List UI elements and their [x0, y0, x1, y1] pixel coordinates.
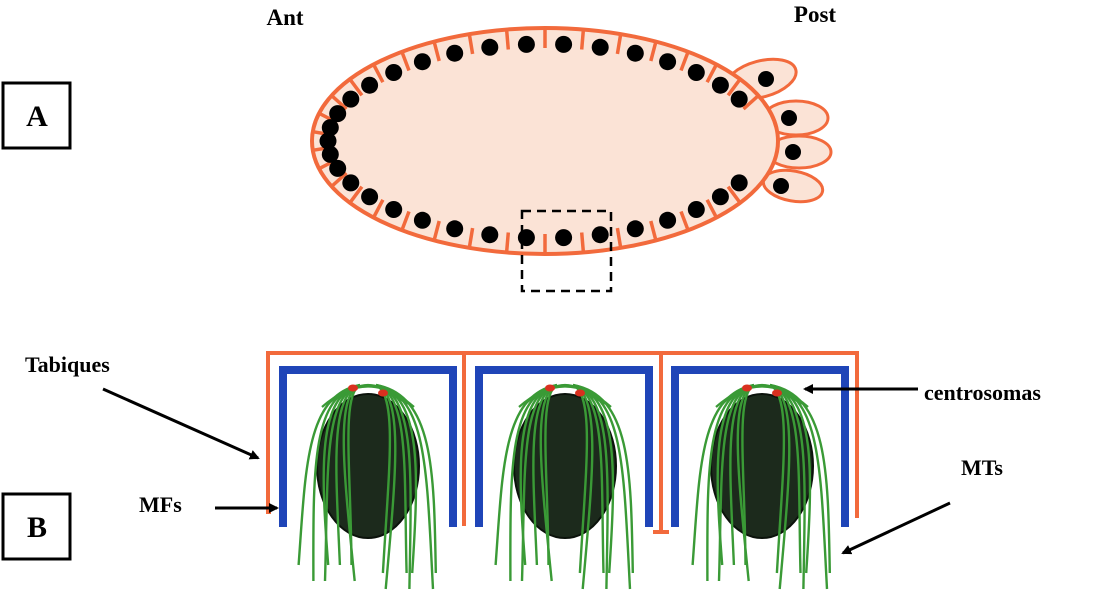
pole-cell-nucleus — [758, 71, 774, 87]
microtubules-arrow — [843, 503, 950, 553]
pole-cell-nucleus — [773, 178, 789, 194]
microtubules-label: MTs — [961, 455, 1003, 480]
centrosome — [575, 390, 585, 397]
cortical-nucleus — [446, 45, 463, 62]
posterior-label: Post — [794, 2, 837, 27]
cortical-nucleus — [712, 77, 729, 94]
cortical-nucleus — [712, 188, 729, 205]
cortical-nucleus — [361, 77, 378, 94]
cortical-nucleus — [342, 174, 359, 191]
cortical-nucleus — [659, 212, 676, 229]
cortical-nucleus — [627, 45, 644, 62]
cortical-nucleus — [592, 39, 609, 56]
cortical-nucleus — [688, 64, 705, 81]
centrosome — [378, 390, 388, 397]
panel-b-letter: B — [27, 511, 47, 544]
cortical-septum — [507, 30, 509, 50]
cortical-nucleus — [385, 64, 402, 81]
cortical-septum — [582, 30, 584, 50]
cortical-nucleus — [731, 174, 748, 191]
septa-arrow — [103, 389, 258, 458]
anterior-label: Ant — [266, 5, 303, 30]
cortical-nucleus — [342, 91, 359, 108]
compartment-cell — [675, 370, 845, 589]
compartment-cells — [283, 370, 845, 589]
cortical-nucleus — [555, 36, 572, 53]
pole-cell-nucleus — [785, 144, 801, 160]
cortical-nucleus — [481, 39, 498, 56]
cortical-nucleus — [731, 91, 748, 108]
panel-a: A Ant Post — [3, 2, 836, 291]
cortical-nucleus — [446, 220, 463, 237]
cortical-septum — [507, 233, 509, 253]
pole-cell-nucleus — [781, 110, 797, 126]
cortical-nucleus — [329, 105, 346, 122]
cortical-nucleus — [481, 226, 498, 243]
cortical-nucleus — [361, 188, 378, 205]
cortical-septum — [582, 233, 584, 253]
cortical-nucleus — [518, 229, 535, 246]
cortical-nucleus — [555, 229, 572, 246]
cortical-nucleus — [385, 201, 402, 218]
cortical-nucleus — [414, 212, 431, 229]
septa-label: Tabiques — [25, 352, 110, 377]
cortical-nucleus — [659, 53, 676, 70]
centrosome — [545, 385, 555, 392]
compartment-cell — [479, 370, 649, 589]
panel-a-letter: A — [26, 100, 48, 133]
septum-tip — [653, 530, 669, 534]
centrosome — [772, 390, 782, 397]
compartment-cell — [283, 370, 453, 589]
cortical-nucleus — [627, 220, 644, 237]
panel-b: B Tabiques MFs centrosomas MTs — [3, 352, 1041, 589]
cortical-nucleus — [688, 201, 705, 218]
cortical-nucleus — [518, 36, 535, 53]
centrosome — [348, 385, 358, 392]
centrosomes-label: centrosomas — [924, 380, 1041, 405]
microfilaments-label: MFs — [139, 492, 182, 517]
cortical-nucleus — [592, 226, 609, 243]
embryo-outline — [312, 28, 778, 254]
centrosome — [742, 385, 752, 392]
cortical-nucleus — [414, 53, 431, 70]
